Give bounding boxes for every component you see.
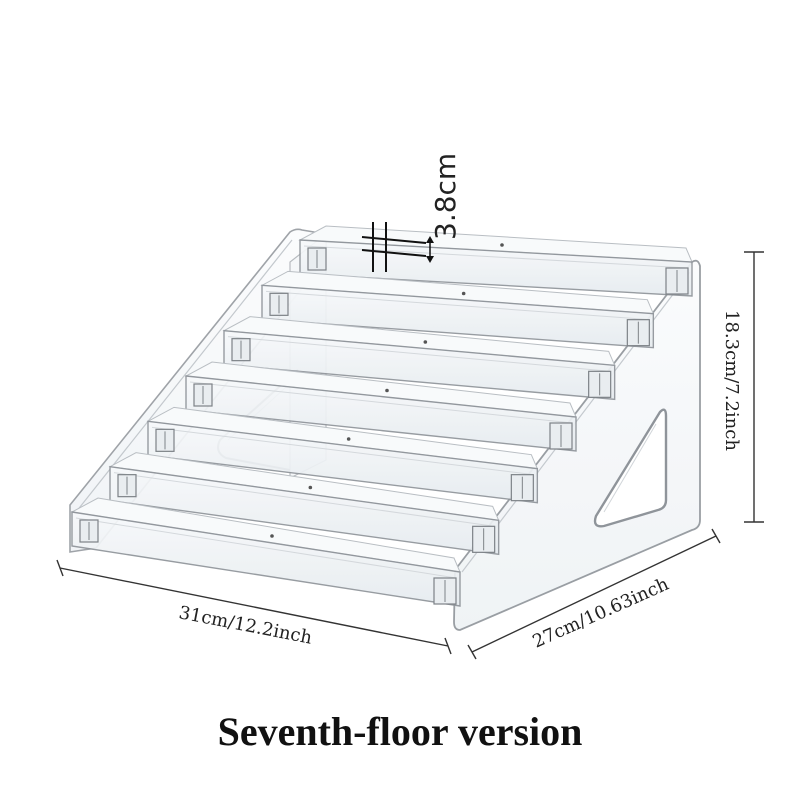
shelf-tier (70, 497, 461, 607)
shelf-tier (222, 316, 616, 401)
right-side-panel (453, 259, 701, 631)
shelf-tier (108, 452, 500, 556)
shelf-tier (184, 361, 577, 452)
shelf-tier (146, 406, 539, 504)
shelf-tier (260, 270, 655, 349)
width-label: 31cm/12.2inch (177, 602, 314, 648)
step-height-label: 3.8cm (429, 153, 462, 240)
shelves (70, 225, 693, 607)
height-dimension: 18.3cm/7.2inch (721, 251, 764, 523)
height-label: 18.3cm/7.2inch (721, 310, 742, 451)
step-height-dimension: 3.8cm (361, 153, 462, 272)
product-caption: Seventh-floor version (217, 709, 583, 754)
